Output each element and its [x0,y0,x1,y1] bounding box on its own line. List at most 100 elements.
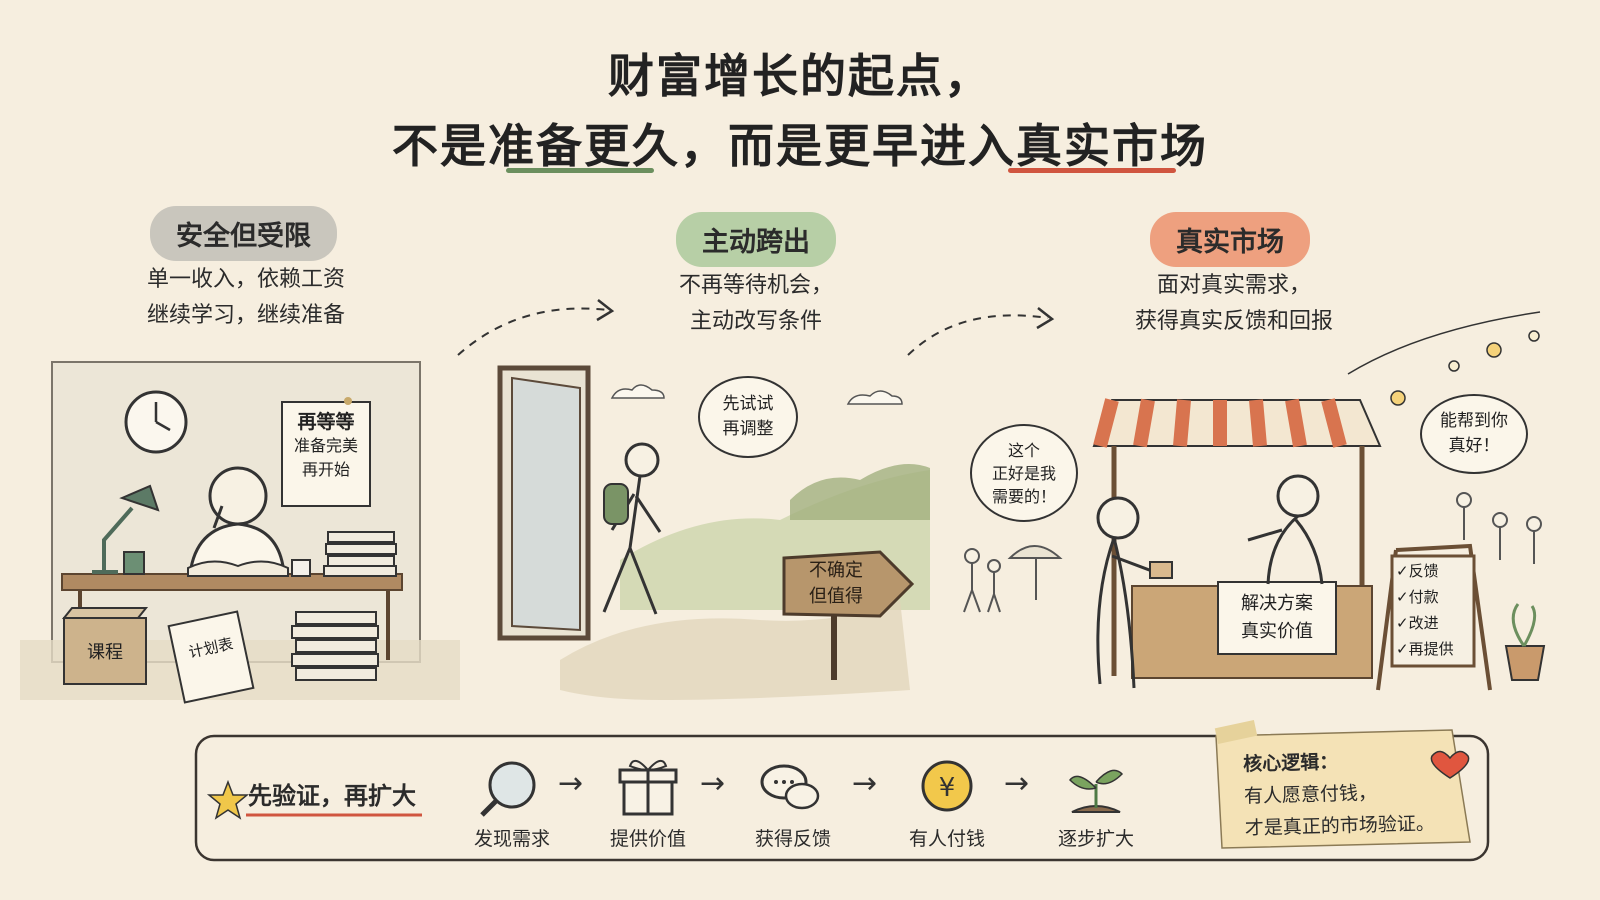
try-first-line1: 先试试 [722,394,774,414]
scene-door [497,365,930,700]
stage-desc-safe: 单一收入，依赖工资 继续学习，继续准备 [86,262,406,334]
dashed-arrow-2-head [1036,307,1055,330]
cloud-icon-2 [846,390,903,405]
customer-bubble-line3: 需要的！ [991,486,1056,506]
sign-text: 不确定 但值得 [786,558,886,610]
title-prefix: 不是 [392,119,488,173]
bottom-panel [194,734,1490,862]
poster-text: 再等等 准备完美 再开始 [282,410,370,482]
stall-sign-text: 解决方案 真实价值 [1218,590,1336,646]
stage-desc-step-out-line1: 不再等待机会， [678,273,833,298]
title-line-1: 财富增长的起点， [608,49,992,103]
mug-icon [123,551,145,575]
board-item-3: ✓改进 [1396,614,1439,632]
title-mid: ，而是更早进入 [680,119,1016,173]
board-item-4: ✓再提供 [1396,640,1454,658]
step-scale-up: 逐步扩大 [1031,818,1161,851]
try-first-line2: 再调整 [722,419,774,439]
planner-notebook [167,610,255,704]
crowd [963,492,1542,613]
stall-sign-line2: 真实价值 [1241,621,1313,642]
seller-bubble: 能帮到你真好！ [1420,394,1528,474]
dashed-arrow-2 [907,314,1049,356]
poster [281,401,371,507]
try-first-bubble: 先试试再调整 [698,376,798,458]
stage-desc-safe-line2: 继续学习，继续准备 [146,303,345,328]
seller-bubble-line1: 能帮到你 [1440,411,1508,431]
poster-line-1: 再等等 [297,411,355,433]
poster-line-3: 再开始 [301,460,350,479]
customer-bubble: 这个正好是我需要的！ [970,424,1078,522]
step-get-feedback-label: 获得反馈 [754,828,831,850]
title-line-2: 不是准备更久，而是更早进入真实市场 [0,110,1600,176]
lightbulb-icon [1390,330,1540,406]
underline-green [506,168,654,173]
step-arrow-4: → [1004,766,1030,801]
board-text: ✓反馈 ✓付款 ✓改进 ✓再提供 [1396,558,1476,662]
book-stack-desk [323,531,397,577]
step-discover-need: 发现需求 [447,818,577,851]
core-logic-title: 核心逻辑： [1242,751,1339,776]
customer-bubble-line2: 正好是我 [991,463,1056,483]
core-note [1215,729,1471,849]
step-get-feedback: 获得反馈 [728,818,858,851]
core-logic-line2: 才是真正的市场验证。 [1244,812,1436,840]
board-item-1: ✓反馈 [1396,562,1439,580]
board-item-2: ✓付款 [1396,588,1439,606]
svg-text:¥: ¥ [939,773,956,803]
sign-line-1: 不确定 [809,560,863,581]
core-logic-line1: 有人愿意付钱， [1243,782,1378,808]
scene-market [963,311,1546,691]
sign-line-2: 但值得 [809,586,863,607]
phone-icon [1149,561,1173,579]
bushes [790,464,930,520]
step-arrow-2: → [700,766,726,801]
step-someone-pays: 有人付钱 [882,818,1012,851]
step-arrow-1: → [558,766,584,801]
cloud-icon [610,384,665,399]
yen-coin-icon: ¥ [921,760,973,812]
course-box-label: 课程 [87,642,123,663]
course-box [61,607,149,619]
step-someone-pays-label: 有人付钱 [908,828,985,850]
stage-desc-step-out-line2: 主动改写条件 [689,309,822,334]
title-highlight-market: 真实市场 [1016,119,1208,173]
star-icon [206,779,250,820]
open-book-icon [187,560,289,577]
potted-plant-icon [1504,645,1546,681]
magnifier-icon [480,761,536,817]
direction-sign [782,550,915,618]
step-provide-value: 提供价值 [583,818,713,851]
stage-pill-real-market: 真实市场 [1150,212,1310,267]
gift-icon [618,759,678,816]
customer-bubble-line1: 这个 [1007,440,1040,460]
step-scale-up-label: 逐步扩大 [1057,828,1134,850]
dashed-arrow-1-head [596,299,615,322]
stage-pill-safe: 安全但受限 [150,206,337,261]
step-discover-need-label: 发现需求 [473,828,550,850]
stage-pill-step-out: 主动跨出 [676,212,836,267]
sprout-icon [1068,769,1124,813]
step-provide-value-label: 提供价值 [609,828,686,850]
heart-icon [1430,750,1470,779]
stage-desc-step-out: 不再等待机会， 主动改写条件 [596,268,916,340]
poster-line-2: 准备完美 [293,436,358,455]
door-panel [511,376,581,632]
person-walking-head [624,442,660,478]
stage-desc-safe-line1: 单一收入，依赖工资 [146,267,345,292]
stall-sign-line1: 解决方案 [1241,593,1313,614]
stall-sign [1217,581,1337,655]
dashed-arrow-1 [457,307,609,356]
desk-lamp-icon [92,506,134,574]
stage-desc-real-market: 面对真实需求， 获得真实反馈和回报 [1074,268,1394,340]
book-stack-floor [291,611,379,681]
motto: 先验证，再扩大 [248,782,416,810]
step-arrow-3: → [852,766,878,801]
string-lights [1347,311,1541,375]
chat-bubbles-icon [760,764,820,810]
seller-bubble-line2: 真好！ [1448,436,1500,456]
umbrella-icon [1007,545,1063,559]
stage-desc-real-market-line2: 获得真实反馈和回报 [1134,309,1333,334]
tape [1214,720,1258,744]
